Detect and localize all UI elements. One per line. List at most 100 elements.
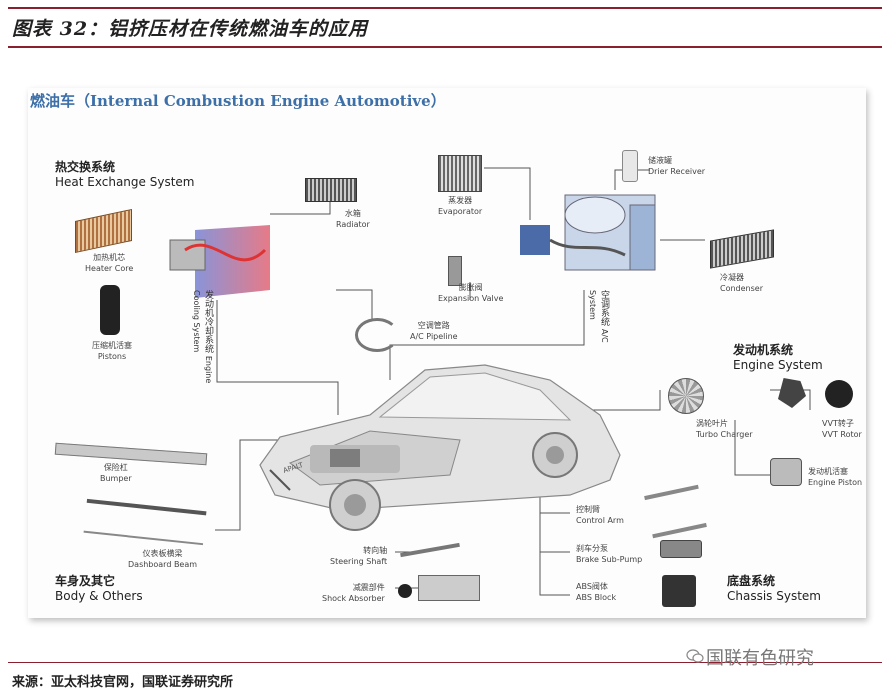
heat-module-illustration <box>169 225 270 298</box>
subsystem-ac-cn: 空调系统 <box>599 290 609 326</box>
label-control-arm: 控制臂 Control Arm <box>576 504 624 526</box>
connector-radiator <box>270 196 331 215</box>
system-engine: 发动机系统 Engine System <box>733 343 823 373</box>
diagram-title: 燃油车（Internal Combustion Engine Automotiv… <box>30 92 446 110</box>
connector-evaporator <box>484 167 531 220</box>
header-top-rule <box>8 7 882 9</box>
label-ac-pipe-cn: 空调管路 <box>417 321 450 330</box>
label-radiator-en: Radiator <box>336 220 370 229</box>
car-illustration: APALT <box>259 364 621 531</box>
label-ac-pipe-en: A/C Pipeline <box>410 332 458 341</box>
connector-dash <box>215 465 241 531</box>
label-bumper: 保险杠 Bumper <box>100 462 132 484</box>
drier-image <box>622 150 638 182</box>
label-evaporator-en: Evaporator <box>438 207 483 216</box>
evaporator-image <box>438 155 482 192</box>
label-pistons-cn: 压缩机活塞 <box>92 341 132 350</box>
system-heat-cn: 热交换系统 <box>55 160 116 174</box>
label-control-arm-en: Control Arm <box>576 516 624 525</box>
label-condenser-cn: 冷凝器 <box>720 273 744 282</box>
system-engine-en: Engine System <box>733 358 823 372</box>
label-dash: 仪表板横梁 Dashboard Beam <box>128 548 197 570</box>
pistons-image <box>100 285 120 335</box>
connector-heat <box>216 300 339 415</box>
label-heater-core-cn: 加热机芯 <box>93 253 126 262</box>
connector-acpipe <box>336 289 373 320</box>
connector-ac <box>389 290 585 380</box>
label-abs-en: ABS Block <box>576 593 617 602</box>
subsystem-ac-en: A/C System <box>588 290 609 343</box>
ac-pipeline-image <box>355 318 399 352</box>
system-chassis-en: Chassis System <box>727 589 821 603</box>
label-steering: 转向轴 Steering Shaft <box>330 545 387 567</box>
subsystem-cooling-en: Engine Cooling System <box>192 290 213 384</box>
connector-bumper <box>239 439 290 465</box>
label-drier: 储液罐 Drier Receiver <box>648 155 705 177</box>
label-drier-cn: 储液罐 <box>648 156 672 165</box>
shock-absorber-image <box>418 575 480 601</box>
label-vvt-en: VVT Rotor <box>822 430 862 439</box>
system-engine-cn: 发动机系统 <box>733 343 794 357</box>
label-turbo: 涡轮叶片 Turbo Charger <box>696 418 753 440</box>
abs-block-image <box>662 575 696 607</box>
watermark: 国联有色研究 <box>706 648 814 669</box>
header-bottom-rule <box>8 46 882 48</box>
radiator-image <box>305 178 357 202</box>
subsystem-ac: 空调系统 A/C System <box>586 290 610 350</box>
label-bumper-cn: 保险杠 <box>103 463 128 472</box>
label-brake: 刹车分泵 Brake Sub-Pump <box>576 543 642 565</box>
engine-piston-image <box>770 458 802 486</box>
label-control-arm-cn: 控制臂 <box>576 505 600 514</box>
label-vvt-cn: VVT转子 <box>822 419 854 428</box>
label-brake-en: Brake Sub-Pump <box>576 555 643 564</box>
label-pistons-en: Pistons <box>97 352 127 361</box>
subsystem-cooling: 发动机冷却系统 Engine Cooling System <box>190 290 214 390</box>
label-pistons: 压缩机活塞 Pistons <box>92 340 132 362</box>
label-expansion-cn: 膨胀阀 <box>458 283 483 292</box>
label-vvt: VVT转子 VVT Rotor <box>822 418 862 440</box>
label-evaporator: 蒸发器 Evaporator <box>438 195 482 217</box>
wechat-icon <box>686 649 704 663</box>
label-expansion: 膨胀阀 Expansion Valve <box>438 282 503 304</box>
label-abs: ABS阀体 ABS Block <box>576 581 616 603</box>
label-engine-piston-cn: 发动机活塞 <box>808 467 848 476</box>
label-radiator-cn: 水箱 <box>344 209 361 218</box>
system-body-cn: 车身及其它 <box>55 574 116 588</box>
turbo-image <box>668 378 704 414</box>
label-turbo-cn: 涡轮叶片 <box>696 419 728 428</box>
label-engine-piston-en: Engine Piston <box>808 478 863 487</box>
label-ac-pipeline: 空调管路 A/C Pipeline <box>410 320 458 342</box>
system-chassis: 底盘系统 Chassis System <box>727 574 821 604</box>
label-brake-cn: 刹车分泵 <box>576 544 608 553</box>
label-bumper-en: Bumper <box>100 474 132 483</box>
source-note: 来源：亚太科技官网，国联证券研究所 <box>12 675 234 690</box>
label-abs-cn: ABS阀体 <box>576 582 608 591</box>
shock-bushing-image <box>398 584 412 598</box>
label-steering-en: Steering Shaft <box>330 557 388 566</box>
footer-rule <box>8 662 882 663</box>
ac-module-illustration <box>520 194 656 271</box>
label-dash-en: Dashboard Beam <box>128 560 198 569</box>
figure-title: 图表 32：铝挤压材在传统燃油车的应用 <box>12 18 369 40</box>
label-heater-core-en: Heater Core <box>85 264 134 273</box>
connector-drier <box>614 169 650 190</box>
system-body-en: Body & Others <box>55 589 143 603</box>
label-condenser-en: Condenser <box>720 284 763 293</box>
label-heater-core: 加热机芯 Heater Core <box>85 252 133 274</box>
system-heat-en: Heat Exchange System <box>55 175 195 189</box>
connector-chassis <box>539 475 570 596</box>
label-expansion-en: Expansion Valve <box>438 294 504 303</box>
label-radiator: 水箱 Radiator <box>336 208 370 230</box>
label-turbo-en: Turbo Charger <box>696 430 753 439</box>
label-shock: 减震部件 Shock Absorber <box>322 582 385 604</box>
label-shock-cn: 减震部件 <box>352 583 385 592</box>
system-body: 车身及其它 Body & Others <box>55 574 143 604</box>
system-heat-exchange: 热交换系统 Heat Exchange System <box>55 160 194 190</box>
label-steering-cn: 转向轴 <box>363 546 388 555</box>
subsystem-cooling-cn: 发动机冷却系统 <box>203 290 213 353</box>
connector-piston <box>734 420 770 476</box>
vvt-image <box>825 380 853 408</box>
label-engine-piston: 发动机活塞 Engine Piston <box>808 466 862 488</box>
label-evaporator-cn: 蒸发器 <box>448 196 473 205</box>
